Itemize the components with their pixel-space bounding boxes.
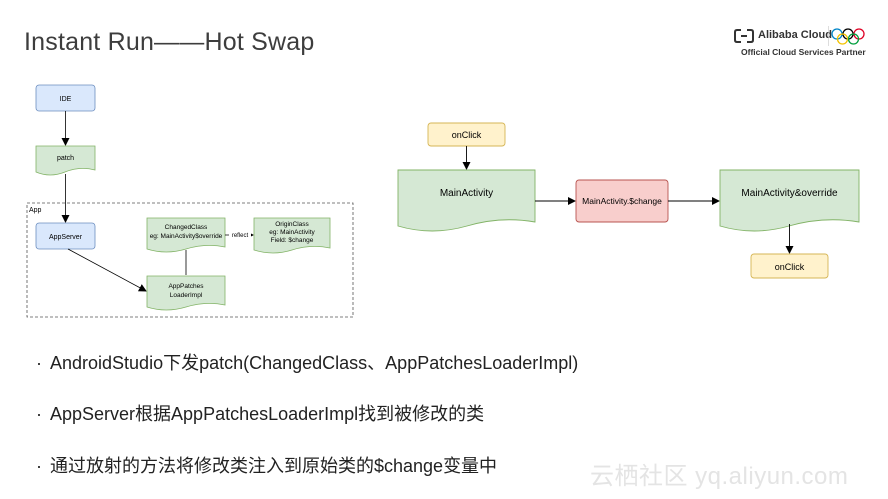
origin-class-line3: Field: $change (271, 237, 314, 244)
logo-brand: Alibaba Cloud (758, 29, 832, 41)
apppatches-line1: AppPatches (168, 283, 204, 290)
onclick-top-label: onClick (452, 130, 482, 140)
app-container: App (26, 202, 354, 318)
origin-class-line1: OriginClass (275, 221, 309, 228)
main-activity-node: MainActivity (397, 169, 536, 232)
patch-node: patch (35, 145, 96, 176)
bullet-item: · AndroidStudio下发patch(ChangedClass、AppPa… (36, 349, 578, 375)
alibaba-cloud-mark-icon (734, 29, 754, 43)
bullet-dot: · (36, 404, 42, 424)
slide-title: Instant Run——Hot Swap (24, 28, 315, 56)
bullet-dot: · (36, 456, 42, 476)
origin-class-line2: eg: MainActivity (269, 229, 315, 236)
ide-label: IDE (60, 96, 72, 103)
appserver-node: AppServer (35, 222, 96, 250)
watermark: 云栖社区 yq.aliyun.com (590, 463, 849, 490)
olympic-rings-icon (828, 26, 865, 46)
app-container-label: App (29, 207, 42, 214)
changed-class-line1: ChangedClass (165, 224, 208, 231)
changed-class-line2: eg: MainActivity$override (150, 233, 223, 240)
reflect-label-bg (229, 231, 251, 239)
appserver-label: AppServer (49, 234, 83, 241)
reflect-label: reflect (232, 233, 249, 239)
override-label: MainActivity&override (741, 188, 838, 199)
ide-node: IDE (35, 84, 96, 112)
override-node: MainActivity&override (719, 169, 860, 232)
change-node: MainActivity.$change (575, 179, 669, 223)
arrow-appserver-patches (67, 248, 147, 292)
patch-label: patch (57, 155, 74, 162)
onclick-bottom-node: onClick (750, 253, 829, 279)
onclick-top-node: onClick (427, 122, 506, 147)
change-label: MainActivity.$change (582, 196, 662, 206)
origin-class-node: OriginClass eg: MainActivity Field: $cha… (253, 217, 331, 254)
apppatches-line2: LoaderImpl (170, 292, 203, 299)
bullet-text: AppServer根据AppPatchesLoaderImpl找到被修改的类 (50, 404, 485, 424)
alibaba-cloud-logo: Alibaba Cloud Official Cloud Services Pa… (732, 24, 872, 64)
bullet-text: 通过放射的方法将修改类注入到原始类的$change变量中 (50, 456, 498, 476)
logo-tagline: Official Cloud Services Partner (741, 47, 866, 57)
changed-class-node: ChangedClass eg: MainActivity$override (146, 217, 226, 253)
bullet-dot: · (36, 353, 42, 373)
apppatches-node: AppPatches LoaderImpl (146, 275, 226, 311)
bullet-item: · AppServer根据AppPatchesLoaderImpl找到被修改的类 (36, 400, 484, 426)
main-activity-label: MainActivity (440, 188, 493, 199)
bullet-text: AndroidStudio下发patch(ChangedClass、AppPat… (50, 353, 579, 373)
onclick-bottom-label: onClick (775, 262, 805, 272)
bullet-item: · 通过放射的方法将修改类注入到原始类的$change变量中 (36, 452, 497, 478)
